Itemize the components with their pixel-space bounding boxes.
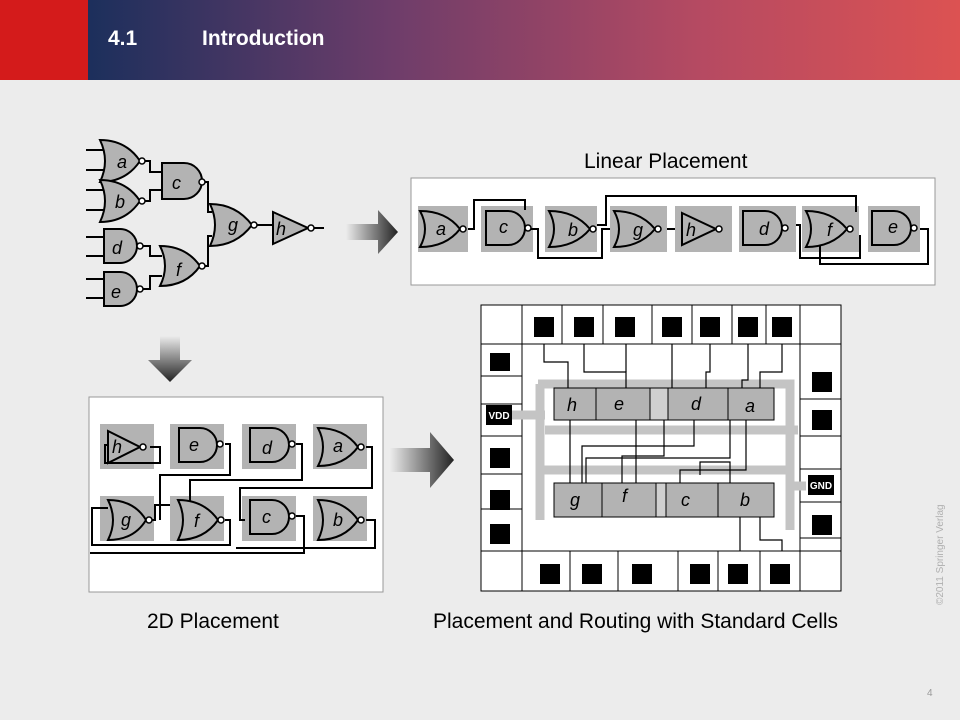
routing-cell-d: d [691,394,702,414]
linear-cell-h: h [686,220,696,240]
linear-cell-d: d [759,219,770,239]
gate-e-label: e [111,282,121,302]
routing-panel: VDD GND [480,304,842,592]
twod-cell-b: b [333,510,343,530]
copyright-notice: ©2011 Springer Verlag [935,504,946,605]
routing-cell-a: a [745,396,755,416]
linear-cell-a: a [436,219,446,239]
arrow-right-linear [346,210,398,254]
gate-h: h [272,210,315,246]
vdd-pad-label: VDD [488,411,509,422]
linear-cell-c: c [499,217,508,237]
section-title: Introduction [202,27,325,50]
routing-cell-c: c [681,490,690,510]
header-bar [88,0,960,80]
routing-cell-e: e [614,394,624,414]
caption-placement-routing: Placement and Routing with Standard Cell… [433,610,839,633]
gate-a-label: a [117,152,127,172]
linear-cell-b: b [568,220,578,240]
gate-e: e [103,271,144,307]
twod-cell-g: g [121,510,131,530]
routing-cell-b: b [740,490,750,510]
twod-cell-c: c [262,507,271,527]
routing-cell-f: f [622,486,629,506]
gnd-pad-label: GND [810,481,832,492]
linear-cell-f: f [827,220,834,240]
gate-g: g [208,202,258,248]
routing-cell-h: h [567,395,577,415]
caption-2d-placement: 2D Placement [147,610,279,633]
twod-cell-f: f [194,511,201,531]
logic-circuit [86,149,324,299]
gate-f-label: f [176,260,183,280]
twod-cell-d: d [262,438,273,458]
arrow-right-routing [390,432,454,488]
page-number: 4 [927,688,933,699]
twod-cell-a: a [333,436,343,456]
gate-g-label: g [228,215,238,235]
linear-placement-panel: a c b g h d [410,177,936,286]
arrow-down-2d [148,336,192,382]
gate-f: f [158,244,206,288]
gate-d-label: d [112,238,123,258]
linear-cell-e: e [888,217,898,237]
gate-c-label: c [172,173,181,193]
gate-b-label: b [115,192,125,212]
routing-cell-g: g [570,490,580,510]
twod-placement-panel: h e d a g f [88,396,384,593]
gate-d: d [103,228,144,264]
twod-cell-h: h [112,437,122,457]
gate-a: a [98,138,146,184]
twod-cell-e: e [189,435,199,455]
gate-h-label: h [276,219,286,239]
section-number: 4.1 [108,27,138,50]
gate-b: b [98,178,146,224]
caption-linear-placement: Linear Placement [584,150,748,173]
gate-c: c [161,162,206,200]
header-red-block [0,0,88,80]
linear-cell-g: g [633,220,643,240]
